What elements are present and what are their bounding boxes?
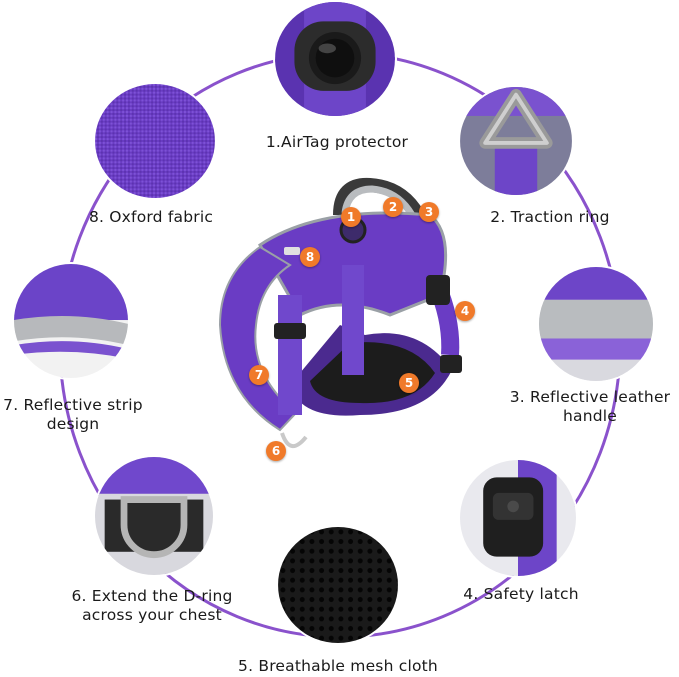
mesh-cloth-icon bbox=[276, 525, 400, 645]
feature-label-8: 8. Oxford fabric bbox=[88, 208, 214, 226]
callout-badge-6: 6 bbox=[266, 441, 286, 461]
feature-label-4: 4. Safety latch bbox=[463, 585, 579, 603]
feature-label-6: 6. Extend the D-ring across your chest bbox=[71, 587, 233, 624]
callout-badge-7: 7 bbox=[249, 365, 269, 385]
reflective-strip-icon bbox=[12, 262, 130, 380]
feature-label-1: 1.AirTag protector bbox=[265, 133, 409, 151]
d-ring-icon bbox=[93, 455, 215, 577]
callout-badge-5: 5 bbox=[399, 373, 419, 393]
safety-latch-icon bbox=[458, 458, 578, 578]
feature-label-5: 5. Breathable mesh cloth bbox=[238, 657, 438, 675]
callout-badge-4: 4 bbox=[455, 301, 475, 321]
oxford-fabric-icon bbox=[93, 82, 217, 200]
feature-label-7: 7. Reflective strip design bbox=[3, 396, 143, 433]
feature-label-2: 2. Traction ring bbox=[490, 208, 610, 226]
callout-badge-2: 2 bbox=[383, 197, 403, 217]
callout-badge-3: 3 bbox=[419, 202, 439, 222]
traction-ring-icon bbox=[458, 85, 574, 197]
reflective-handle-icon bbox=[537, 265, 655, 383]
callout-badge-8: 8 bbox=[300, 247, 320, 267]
dog-harness-product bbox=[218, 177, 462, 448]
feature-label-3: 3. Reflective leather handle bbox=[509, 388, 671, 425]
callout-badge-1: 1 bbox=[341, 207, 361, 227]
airtag-protector-icon bbox=[273, 0, 397, 118]
